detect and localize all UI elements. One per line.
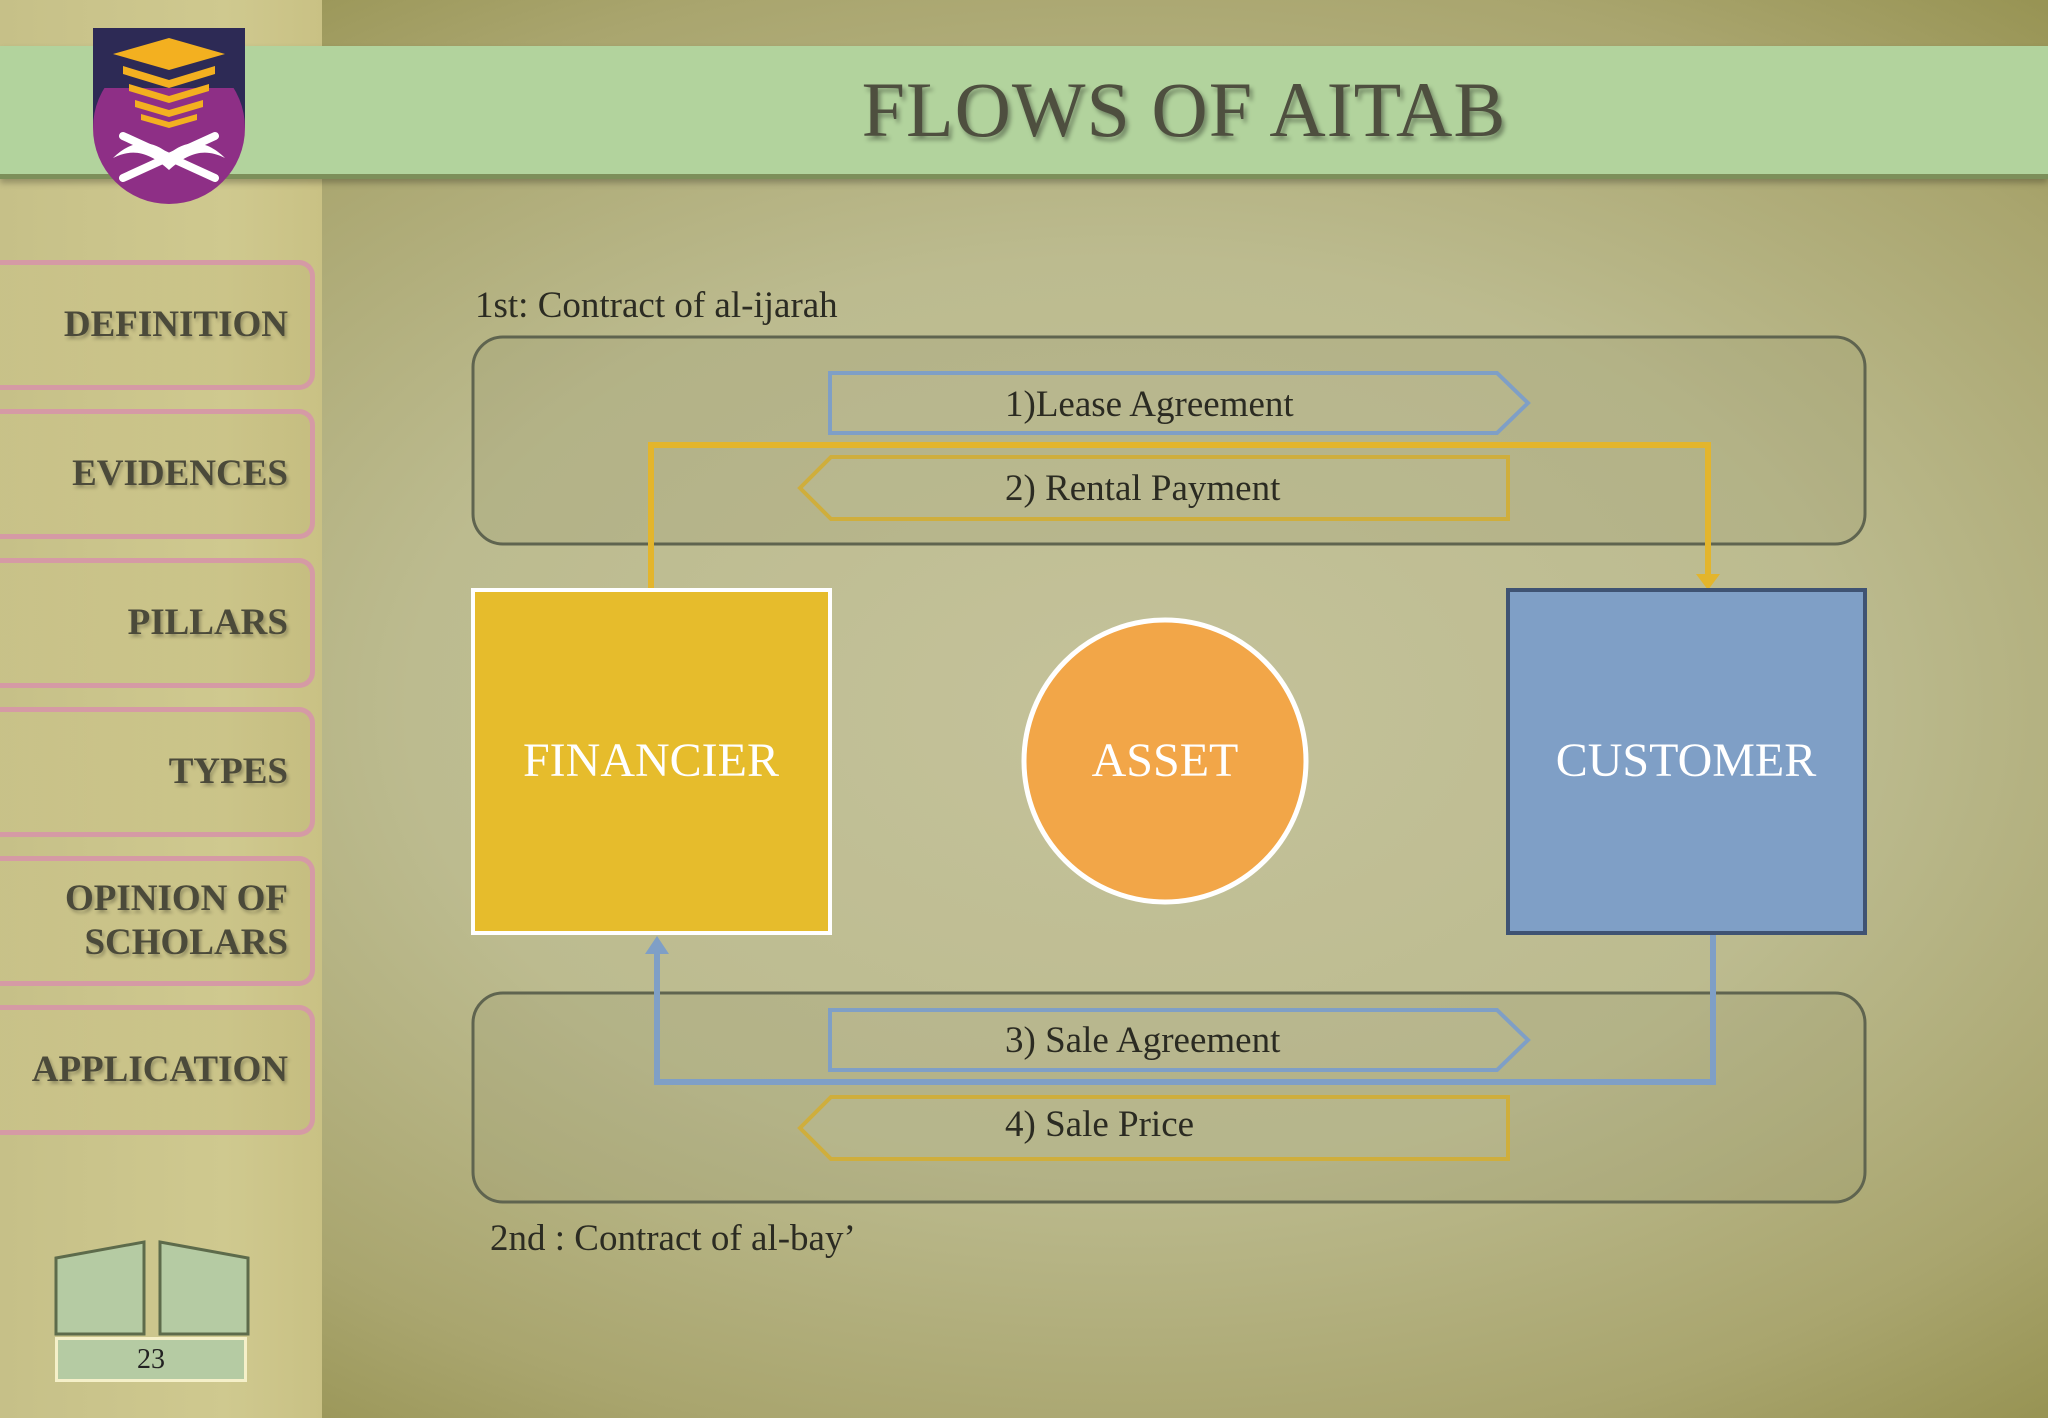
nav-label: EVIDENCES xyxy=(72,453,288,494)
rental-payment-label: 2) Rental Payment xyxy=(1005,468,1281,509)
nav-label: TYPES xyxy=(168,751,288,792)
sale-agreement-label: 3) Sale Agreement xyxy=(1005,1020,1281,1061)
nav-label: OPINION OF SCHOLARS xyxy=(64,878,288,963)
asset-label: ASSET xyxy=(1092,734,1239,787)
ijarah-contract-container xyxy=(471,335,1867,546)
bay-contract-label: 2nd : Contract of al-bay’ xyxy=(490,1218,856,1259)
nav-item-evidences[interactable]: EVIDENCES xyxy=(0,409,315,539)
nav-label: DEFINITION xyxy=(63,304,288,345)
nav-item-application[interactable]: APPLICATION xyxy=(0,1005,315,1135)
page-flip-icon[interactable] xyxy=(52,1240,252,1338)
sale-price-label: 4) Sale Price xyxy=(1005,1104,1194,1145)
nav-item-definition[interactable]: DEFINITION xyxy=(0,260,315,390)
nav-item-pillars[interactable]: PILLARS xyxy=(0,558,315,688)
customer-label: CUSTOMER xyxy=(1556,734,1817,787)
customer-box xyxy=(1506,588,1867,935)
page-number: 23 xyxy=(55,1337,247,1382)
sale-agreement-arrow xyxy=(828,1008,1531,1072)
bay-connector-line xyxy=(654,934,1716,1085)
sale-price-arrow xyxy=(797,1095,1510,1161)
nav-label: PILLARS xyxy=(127,602,288,643)
bay-connector-arrowhead xyxy=(645,936,669,954)
rental-payment-arrow xyxy=(797,455,1510,521)
asset-circle xyxy=(1021,617,1309,905)
nav-item-opinion-of-scholars[interactable]: OPINION OF SCHOLARS xyxy=(0,856,315,986)
university-logo-icon xyxy=(93,28,245,204)
nav-label: APPLICATION xyxy=(31,1049,288,1090)
page-title: FLOWS OF AITAB xyxy=(861,66,1507,153)
financier-box xyxy=(471,588,832,935)
ijarah-connector-arrowhead xyxy=(1696,574,1720,590)
ijarah-contract-label: 1st: Contract of al-ijarah xyxy=(475,285,838,326)
title-band xyxy=(0,46,2048,179)
ijarah-connector-line xyxy=(648,442,1711,590)
lease-agreement-arrow xyxy=(828,371,1531,435)
lease-agreement-label: 1)Lease Agreement xyxy=(1005,384,1294,425)
financier-label: FINANCIER xyxy=(523,734,779,787)
nav-item-types[interactable]: TYPES xyxy=(0,707,315,837)
